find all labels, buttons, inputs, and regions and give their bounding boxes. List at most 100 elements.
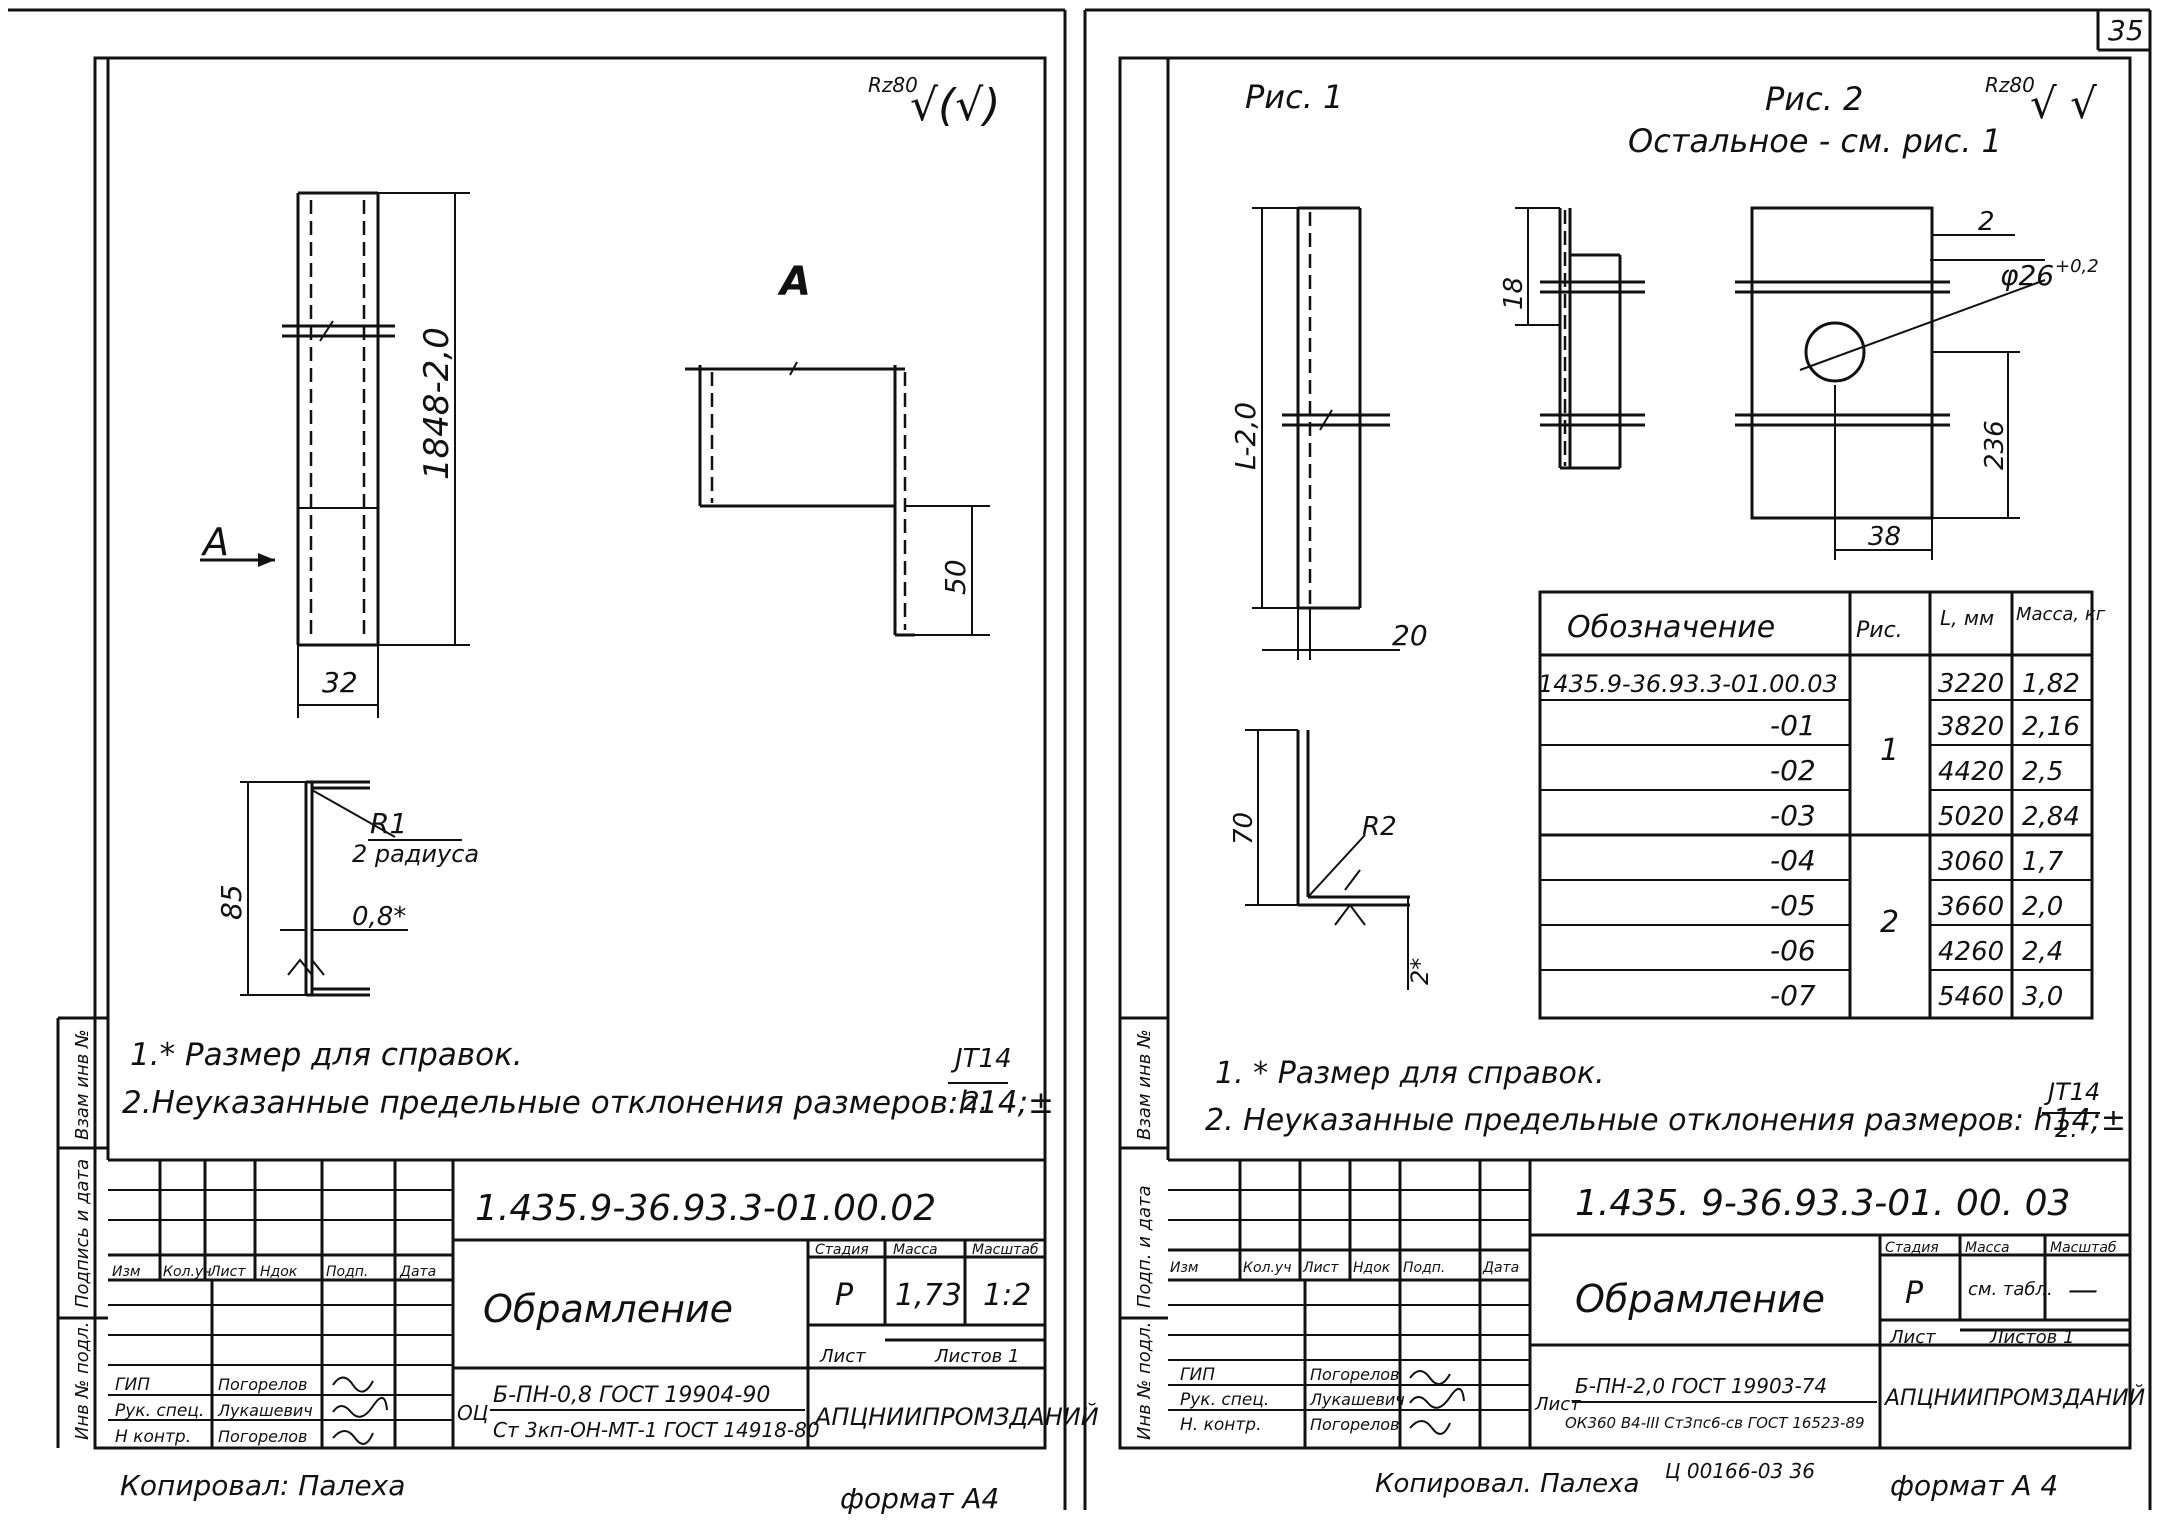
left-scale: 1:2 xyxy=(983,1278,1031,1313)
right-tb-role-gip: ГИП xyxy=(1180,1365,1215,1385)
fig1-dim-length: L-2,0 xyxy=(1229,402,1262,470)
table-row-2-length: 3820 xyxy=(1938,712,2004,742)
table-row-3-length: 4420 xyxy=(1938,757,2004,787)
right-stamp-replace: Взам инв № xyxy=(1134,1029,1155,1140)
left-dim-thickness: 0,8* xyxy=(352,902,406,932)
fig2-label: Рис. 2 xyxy=(1765,80,1863,118)
right-roughness-symbol: √ √ xyxy=(2030,79,2097,128)
left-profile-front-view: 1848-2,0 32 A xyxy=(200,191,470,718)
right-doc-code: 1.435. 9-36.93.3-01. 00. 03 xyxy=(1575,1183,2070,1224)
table-row-6-length: 3660 xyxy=(1938,892,2004,922)
fig2-dim-hole-pos: 236 xyxy=(1980,420,2010,470)
right-doc-name: Обрамление xyxy=(1575,1277,1825,1321)
table-row-2-mass: 2,16 xyxy=(2022,712,2080,742)
left-view-label: A xyxy=(777,259,811,305)
right-tb-header-izm: Изм xyxy=(1170,1260,1199,1276)
left-cross-section: R1 2 радиуса 85 0,8* xyxy=(215,780,479,997)
left-org: АПЦНИИПРОМЗДАНИЙ xyxy=(813,1402,1099,1431)
fig1-dim-width: 20 xyxy=(1392,619,1428,652)
left-dim-radius: R1 xyxy=(370,807,407,840)
left-title-block: Изм Кол.уч Лист Ндок Подп. Дата ГИП Рук.… xyxy=(108,1158,1099,1448)
fig2-dim-hole-tol: +0,2 xyxy=(2055,256,2099,277)
table-row-6-code: -05 xyxy=(1770,889,1816,922)
right-tb-role-spec: Рук. спец. xyxy=(1180,1390,1269,1410)
right-footer-doc: Ц 00166-03 36 xyxy=(1665,1459,1815,1483)
right-footer-format: формат А 4 xyxy=(1890,1469,2058,1502)
left-material-2: Ст 3кп-ОН-МТ-1 ГОСТ 14918-80 xyxy=(493,1418,820,1442)
right-mass: см. табл. xyxy=(1968,1279,2053,1300)
right-tb-name-1: Погорелов xyxy=(1310,1365,1399,1384)
left-material-1: Б-ПН-0,8 ГОСТ 19904-90 xyxy=(493,1383,770,1408)
table-fig-2: 2 xyxy=(1880,905,1899,940)
left-roughness-param: Rz80 xyxy=(868,73,918,97)
left-side-stamp: Инв № подл. Подпись и дата Взам инв № xyxy=(56,1016,108,1448)
left-sheet: Rz80 √(√) 1848-2,0 32 A xyxy=(8,8,1099,1515)
right-note-1: 1. * Размер для справок. xyxy=(1215,1056,1605,1091)
table-row-3-mass: 2,5 xyxy=(2022,757,2063,787)
left-dim-width: 32 xyxy=(322,666,358,699)
left-stage-label: Стадия xyxy=(815,1242,869,1258)
right-tol-num: JT14 xyxy=(2044,1078,2100,1106)
table-header-length: L, мм xyxy=(1940,606,1994,630)
right-roughness-param: Rz80 xyxy=(1985,73,2035,97)
left-signature-1 xyxy=(332,1376,374,1393)
left-material-prefix: ОЦ xyxy=(457,1401,488,1425)
left-tol-den: 2. xyxy=(963,1087,988,1117)
table-row-3-code: -02 xyxy=(1770,754,1816,787)
left-dim-height: 85 xyxy=(215,884,248,920)
right-tb-header-data: Дата xyxy=(1482,1260,1519,1276)
table-header-fig: Рис. xyxy=(1856,618,1903,643)
table-row-2-code: -01 xyxy=(1770,709,1816,742)
left-dim-leg: 50 xyxy=(939,559,972,595)
fig2-dim-hole-width: 38 xyxy=(1868,522,1901,552)
left-tol-num: JT14 xyxy=(950,1044,1012,1074)
left-view-a: A 50 xyxy=(685,259,990,637)
right-sheet-label: Лист xyxy=(1889,1327,1936,1348)
table-row-5-code: -04 xyxy=(1770,844,1816,877)
variants-table: Обозначение Рис. L, мм Масса, кг 1435.9-… xyxy=(1538,590,2106,1020)
table-header-code: Обозначение xyxy=(1567,610,1775,645)
right-sheets-label: Листов 1 xyxy=(1989,1327,2074,1348)
left-sheet-label: Лист xyxy=(819,1346,866,1367)
fig2-note: Остальное - см. рис. 1 xyxy=(1628,122,2002,160)
page-number: 35 xyxy=(2108,14,2144,47)
right-org: АПЦНИИПРОМЗДАНИЙ xyxy=(1883,1385,2145,1411)
left-mass-label: Масса xyxy=(893,1242,938,1258)
right-tb-header-ndok: Ндок xyxy=(1353,1260,1391,1276)
table-row-1-length: 3220 xyxy=(1938,669,2004,699)
left-tb-role-nkontr: Н контр. xyxy=(115,1427,191,1447)
table-fig-1: 1 xyxy=(1880,733,1899,768)
right-stage-label: Стадия xyxy=(1885,1240,1939,1256)
left-doc-code: 1.435.9-36.93.3-01.00.02 xyxy=(475,1188,936,1229)
left-tb-header-data: Дата xyxy=(399,1264,436,1280)
fig2-dim-height: 18 xyxy=(1499,277,1529,310)
right-mass-label: Масса xyxy=(1965,1240,2010,1256)
left-signature-2 xyxy=(332,1397,388,1418)
left-dim-length: 1848-2,0 xyxy=(417,327,457,480)
table-row-1-mass: 1,82 xyxy=(2022,669,2080,699)
table-row-4-mass: 2,84 xyxy=(2022,802,2080,832)
left-tb-header-list: Лист xyxy=(209,1264,246,1280)
right-signature-2 xyxy=(1409,1388,1465,1409)
right-stage: Р xyxy=(1905,1276,1924,1311)
table-row-7-length: 4260 xyxy=(1938,937,2004,967)
right-scale-label: Масштаб xyxy=(2050,1240,2117,1256)
hole xyxy=(1804,321,1866,383)
table-row-7-code: -06 xyxy=(1770,934,1816,967)
table-header-mass: Масса, кг xyxy=(2016,604,2106,625)
right-side-stamp: Инв № подл. Подп. и дата Взам инв № xyxy=(1120,1016,1168,1440)
right-sheet: 35 Рис. 1 Рис. 2 Остальное - см. рис. 1 … xyxy=(1083,8,2152,1510)
left-roughness-symbol: √(√) xyxy=(910,80,1000,131)
left-stamp-sign: Подпись и дата xyxy=(72,1159,93,1308)
left-arrow-label: A xyxy=(200,520,229,564)
table-row-4-code: -03 xyxy=(1770,799,1816,832)
section-dim-radius: R2 xyxy=(1362,812,1397,842)
left-sheets-label: Листов 1 xyxy=(934,1346,1019,1367)
fig2-profile: 18 xyxy=(1499,207,1645,470)
table-row-5-mass: 1,7 xyxy=(2022,847,2064,877)
right-tb-name-2: Лукашевич xyxy=(1309,1390,1405,1409)
table-row-8-mass: 3,0 xyxy=(2022,982,2063,1012)
left-radius-note: 2 радиуса xyxy=(352,840,479,868)
